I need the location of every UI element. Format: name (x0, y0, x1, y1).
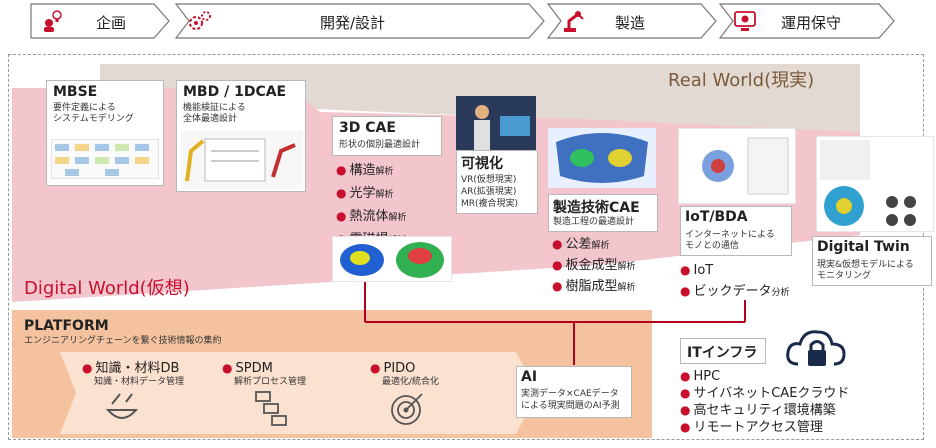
mfg-cae-item: ●樹脂成型解析 (552, 279, 636, 294)
it-infra-item: ●リモートアクセス管理 (680, 420, 823, 435)
iot-card: IoT/BDA インターネットによる モノとの通信 (680, 206, 792, 256)
mfg-cae-item: ●公差解析 (552, 237, 610, 252)
platform-item-desc: 知識・材料データ管理 (94, 377, 185, 387)
process-step-operation: 運用保守 (719, 3, 895, 39)
digital-twin-card: Digital Twin 現実&仮想モデルによる モニタリング (812, 236, 932, 286)
platform-item-desc: 解析プロセス管理 (234, 377, 307, 387)
real-world-label: Real World(現実) (668, 70, 815, 91)
iot-list: ●IoT ●ビックデータ分析 (680, 262, 790, 302)
mfg-cae-title: 製造技術CAE (553, 200, 640, 216)
platform-inner-arrow (60, 352, 538, 434)
mbd-title: MBD / 1DCAE (183, 84, 287, 100)
mbd-card: MBD / 1DCAE 機能検証による 全体最適設計 (176, 80, 306, 192)
iot-item: ●IoT (680, 263, 714, 278)
cae3d-item: ●構造解析 (336, 163, 394, 178)
platform-item-pido: ●PIDO 最適化/統合化 (370, 360, 490, 430)
process-flow-icon (255, 391, 287, 426)
platform-item-knowledge-db: ●知識・材料DB 知識・材料データ管理 (82, 360, 202, 430)
mold-analysis-thumbnail (548, 128, 656, 188)
mbd-simulation-thumbnail (181, 131, 303, 189)
mfg-cae-desc: 製造工程の最適設計 (553, 217, 635, 227)
cae3d-card: 3D CAE 形状の個別最適設計 (332, 116, 442, 156)
digital-twin-desc-2: モニタリング (817, 271, 872, 281)
cae3d-item: ●光学解析 (336, 186, 394, 201)
mbd-desc-2: 全体最適設計 (183, 114, 238, 124)
process-step-development: 開発/設計 (175, 3, 545, 39)
it-infra-title: ITインフラ (687, 345, 758, 361)
eye-monitor-icon (733, 9, 757, 37)
iot-desc-2: モノとの通信 (685, 241, 739, 251)
step-label: 企画 (96, 14, 127, 32)
visualization-title: 可視化 (461, 156, 503, 172)
knowledge-bowl-icon (105, 393, 139, 419)
digital-world-label: Digital World(仮想) (24, 278, 190, 299)
person-lightbulb-icon (40, 9, 64, 37)
gears-icon (187, 9, 213, 37)
it-infra-item: ●高セキュリティ環境構築 (680, 403, 836, 418)
step-arrow-shape (547, 3, 717, 39)
process-step-manufacturing: 製造 (547, 3, 717, 39)
robot-arm-icon (561, 9, 585, 37)
cae3d-item: ●熱流体解析 (336, 209, 407, 224)
platform-item-title: ●SPDM (222, 361, 273, 376)
ai-title: AI (521, 369, 538, 385)
iot-title: IoT/BDA (685, 209, 748, 225)
platform-item-spdm: ●SPDM 解析プロセス管理 (222, 360, 342, 430)
it-infra-item: ●HPC (680, 369, 721, 384)
cloud-lock-icon (786, 330, 846, 366)
iot-item: ●ビックデータ分析 (680, 284, 790, 299)
mfg-cae-card: 製造技術CAE 製造工程の最適設計 (548, 194, 658, 232)
mbse-diagram-thumbnail (51, 139, 159, 179)
platform-title: PLATFORM (24, 318, 109, 334)
visualization-card: 可視化 VR(仮想現実) AR(拡張現実) MR(複合現実) (456, 150, 538, 214)
cae3d-desc: 形状の個別最適設計 (339, 140, 421, 150)
mfg-cae-item: ●板金成型解析 (552, 258, 636, 273)
mfg-cae-list: ●公差解析 ●板金成型解析 ●樹脂成型解析 (552, 236, 636, 297)
platform-item-desc: 最適化/統合化 (382, 377, 440, 387)
target-dart-icon (391, 393, 423, 425)
digital-twin-desc-1: 現実&仮想モデルによる (817, 260, 914, 270)
digital-twin-thumbnail (816, 136, 934, 232)
visualization-line: MR(複合現実) (461, 199, 519, 209)
ai-desc-2: による現実問題のAI予測 (521, 401, 620, 411)
it-infra-item: ●サイバネットCAEクラウド (680, 386, 850, 401)
mbse-desc-1: 要件定義による (53, 103, 116, 113)
step-arrow-shape (175, 3, 545, 39)
step-label: 製造 (615, 14, 646, 32)
cae3d-result-thumbnail (332, 236, 452, 282)
digital-twin-title: Digital Twin (817, 239, 910, 255)
platform-item-title: ●PIDO (370, 361, 416, 376)
mbse-title: MBSE (53, 84, 98, 100)
it-infra-list: ●HPC ●サイバネットCAEクラウド ●高セキュリティ環境構築 ●リモートアク… (680, 368, 849, 436)
visualization-line: VR(仮想現実) (461, 175, 517, 185)
process-step-planning: 企画 (30, 3, 170, 39)
step-label: 運用保守 (781, 14, 842, 32)
it-infra-card: ITインフラ (680, 338, 766, 364)
vr-user-thumbnail (456, 96, 536, 152)
mbd-desc-1: 機能検証による (183, 103, 246, 113)
iot-desc-1: インターネットによる (685, 230, 775, 240)
mbse-desc-2: システムモデリング (53, 114, 134, 124)
mbse-card: MBSE 要件定義による システムモデリング (46, 80, 164, 186)
platform-item-title: ●知識・材料DB (82, 361, 180, 376)
cae3d-title: 3D CAE (339, 120, 396, 136)
visualization-line: AR(拡張現実) (461, 187, 517, 197)
platform-desc: エンジニアリングチェーンを繋ぐ技術情報の集約 (24, 336, 222, 346)
iot-dashboard-thumbnail (678, 128, 796, 204)
ai-card: AI 実測データ×CAEデータ による現実問題のAI予測 (516, 366, 632, 418)
step-arrow-shape (719, 3, 895, 39)
ai-desc-1: 実測データ×CAEデータ (521, 389, 619, 399)
step-arrow-shape (30, 3, 170, 39)
step-label: 開発/設計 (320, 14, 386, 32)
